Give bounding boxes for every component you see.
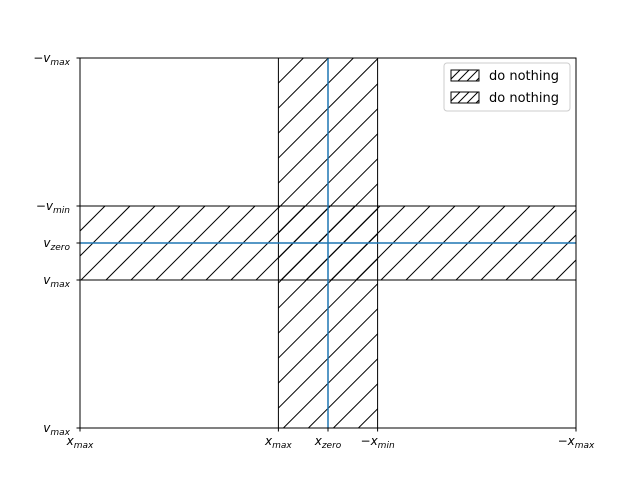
hatch-line [278, 308, 378, 409]
plot-area [80, 58, 640, 428]
legend-swatch [450, 69, 480, 82]
hatch-line [631, 206, 640, 280]
x-tick-label: −xmax [558, 434, 595, 451]
x-tick-label: xmax [264, 434, 292, 451]
x-tick-label: −xmin [361, 434, 395, 451]
axes: xmax xmax xzero −xmin −xmax vmax vmax vzero −vmi… [33, 51, 595, 451]
hatch-line [278, 58, 354, 134]
legend-label: do nothing [489, 91, 559, 106]
hatch-line [278, 108, 378, 209]
y-tick-label: vmax [43, 421, 70, 438]
hatch-line [278, 83, 378, 184]
hatch-line [606, 206, 640, 280]
legend-swatch-hatch [451, 92, 479, 103]
legend-label: do nothing [489, 69, 559, 84]
x-tick-label: xmax [66, 434, 94, 451]
hatch-line [283, 333, 378, 428]
hatch-line [278, 283, 378, 384]
legend-box [443, 62, 571, 112]
hatch-line [633, 58, 640, 428]
hatch-line [80, 206, 106, 232]
legend-hatch-line [451, 70, 461, 80]
legend-hatch-line [451, 92, 461, 102]
legend-hatch-line [457, 92, 470, 103]
hatch-line [583, 58, 640, 428]
plot-clip-group [80, 58, 640, 428]
y-tick-label: −vmin [36, 199, 70, 216]
legend-hatch-line [466, 92, 479, 103]
legend: do nothing do nothing [443, 62, 571, 112]
y-tick-label: vzero [43, 236, 70, 253]
y-tick-label: vmax [43, 273, 70, 290]
x-tick-label: xzero [314, 434, 342, 451]
legend-hatch-line [475, 77, 479, 81]
legend-swatch-hatch [451, 70, 479, 81]
legend-hatch-line [457, 70, 470, 81]
hatch-line [608, 58, 640, 428]
hatch-line [581, 206, 640, 280]
hatch-line [308, 358, 378, 428]
legend-swatch [450, 91, 480, 104]
legend-hatch-line [475, 99, 479, 103]
hatch-line [278, 58, 378, 159]
y-tick-label: −vmax [33, 51, 70, 68]
hatch-line [555, 259, 576, 280]
legend-hatch-line [466, 70, 479, 81]
